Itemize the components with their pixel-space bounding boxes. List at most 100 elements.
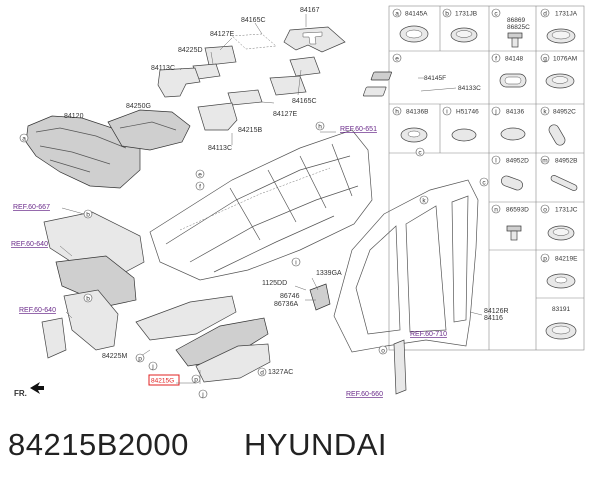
svg-text:d: d	[260, 369, 264, 376]
ref-60-640-a[interactable]: REF.60-640	[11, 241, 48, 248]
svg-text:i: i	[446, 108, 447, 115]
footer-brand: HYUNDAI	[244, 427, 387, 462]
side-body-panel	[333, 179, 479, 395]
diagram-callouts: a b b e f h i c c k p j p j d o	[19, 121, 489, 399]
ref-60-640-b[interactable]: REF.60-640	[19, 307, 56, 314]
svg-text:86593D: 86593D	[506, 207, 529, 214]
label-86736a: 86736A	[274, 301, 298, 308]
table-cell-i: i H51746	[442, 106, 479, 142]
svg-text:k: k	[422, 197, 426, 204]
ref-60-651[interactable]: REF.60-651	[340, 126, 377, 133]
label-1327ac: 1327AC	[268, 369, 293, 376]
svg-text:p: p	[194, 376, 198, 383]
svg-text:1076AM: 1076AM	[553, 56, 577, 63]
svg-text:84219E: 84219E	[555, 256, 578, 263]
floor-pads-group	[157, 14, 346, 145]
label-84225d: 84225D	[178, 47, 203, 54]
svg-text:84215G: 84215G	[151, 378, 174, 385]
svg-text:84952C: 84952C	[553, 109, 576, 116]
footer-part-number: 84215B2000	[8, 427, 189, 462]
svg-text:a: a	[395, 10, 399, 17]
label-84113c: 84113C	[151, 65, 175, 72]
svg-text:o: o	[381, 347, 385, 354]
parts-table: a 84145A b 1731JB c 86869 86825C d 1731J…	[362, 5, 585, 351]
svg-text:84952D: 84952D	[506, 158, 529, 165]
svg-text:j: j	[151, 363, 153, 370]
svg-text:e: e	[198, 171, 202, 178]
svg-text:83191: 83191	[552, 306, 570, 313]
svg-text:1731JC: 1731JC	[555, 207, 578, 214]
svg-text:f: f	[199, 183, 201, 190]
svg-text:1731JA: 1731JA	[555, 11, 578, 18]
svg-text:l: l	[495, 157, 497, 164]
svg-text:84145F: 84145F	[424, 75, 446, 82]
clip-icon	[507, 32, 523, 48]
svg-text:FR.: FR.	[14, 389, 27, 398]
table-cell-c: c 86869 86825C	[491, 8, 530, 48]
svg-text:d: d	[543, 10, 547, 17]
label-84250g: 84250G	[126, 103, 151, 110]
svg-text:o: o	[543, 206, 547, 213]
svg-text:h: h	[318, 123, 322, 130]
table-cell-d: d 1731JA	[540, 8, 578, 44]
table-cell-p: p 84219E	[540, 253, 578, 289]
floor-frame	[149, 129, 373, 281]
label-84165c-b: 84165C	[292, 98, 317, 105]
cowl-panel	[41, 211, 145, 359]
plug-icon	[451, 128, 477, 142]
svg-text:h: h	[395, 108, 399, 115]
svg-text:g: g	[543, 55, 547, 62]
svg-text:m: m	[542, 157, 547, 164]
svg-text:84145A: 84145A	[405, 11, 428, 18]
table-cell-b: b 1731JB	[442, 8, 478, 43]
svg-text:k: k	[543, 108, 547, 115]
svg-text:b: b	[86, 211, 90, 218]
ref-60-710[interactable]: REF.60-710	[410, 331, 447, 338]
clip-icon	[506, 225, 522, 241]
center-floor-panels	[135, 283, 331, 383]
svg-text:1731JB: 1731JB	[455, 11, 477, 18]
svg-text:n: n	[494, 206, 498, 213]
label-1125dd: 1125DD	[262, 280, 287, 287]
svg-text:a: a	[22, 135, 26, 142]
svg-text:b: b	[445, 10, 449, 17]
table-cell-o: o 1731JC	[540, 204, 578, 241]
svg-text:c: c	[418, 149, 422, 156]
svg-text:84148: 84148	[505, 56, 523, 63]
svg-text:j: j	[494, 108, 496, 115]
svg-text:i: i	[295, 259, 296, 266]
label-1339ga: 1339GA	[316, 270, 342, 277]
slot-plug-icon	[550, 175, 578, 191]
table-cell-k: k 84952C	[540, 106, 576, 146]
svg-text:j: j	[201, 391, 203, 398]
svg-text:c: c	[494, 10, 498, 17]
svg-text:p: p	[138, 355, 142, 362]
highlighted-part-label[interactable]: 84215G	[148, 374, 180, 386]
ref-60-667[interactable]: REF.60-667	[13, 204, 50, 211]
svg-text:84133C: 84133C	[458, 85, 481, 92]
svg-text:b: b	[86, 295, 90, 302]
label-86746: 86746	[280, 293, 300, 300]
svg-text:f: f	[495, 55, 497, 62]
svg-text:e: e	[395, 55, 399, 62]
svg-text:84952B: 84952B	[555, 158, 577, 165]
label-84127e-b: 84127E	[273, 111, 297, 118]
table-cell-a: a 84145A	[392, 8, 429, 43]
table-cell-e: e 84145F 84133C	[362, 53, 481, 97]
front-direction-indicator: FR.	[14, 382, 44, 398]
svg-text:H51746: H51746	[456, 109, 479, 116]
dash-panel	[25, 109, 191, 189]
ref-60-660[interactable]: REF.60-660	[346, 391, 383, 398]
oval-plug-icon	[501, 175, 523, 191]
label-84113c-b: 84113C	[208, 145, 232, 152]
table-cell-m: m 84952B	[540, 155, 578, 191]
table-cell-83191: 83191	[545, 306, 577, 340]
svg-text:86825C: 86825C	[507, 24, 530, 31]
t-shape-mark	[302, 31, 323, 45]
svg-text:p: p	[543, 255, 547, 262]
label-84116: 84116	[484, 315, 503, 322]
table-cell-f: f 84148	[491, 53, 527, 88]
svg-text:c: c	[482, 179, 486, 186]
arrow-icon	[30, 382, 44, 394]
